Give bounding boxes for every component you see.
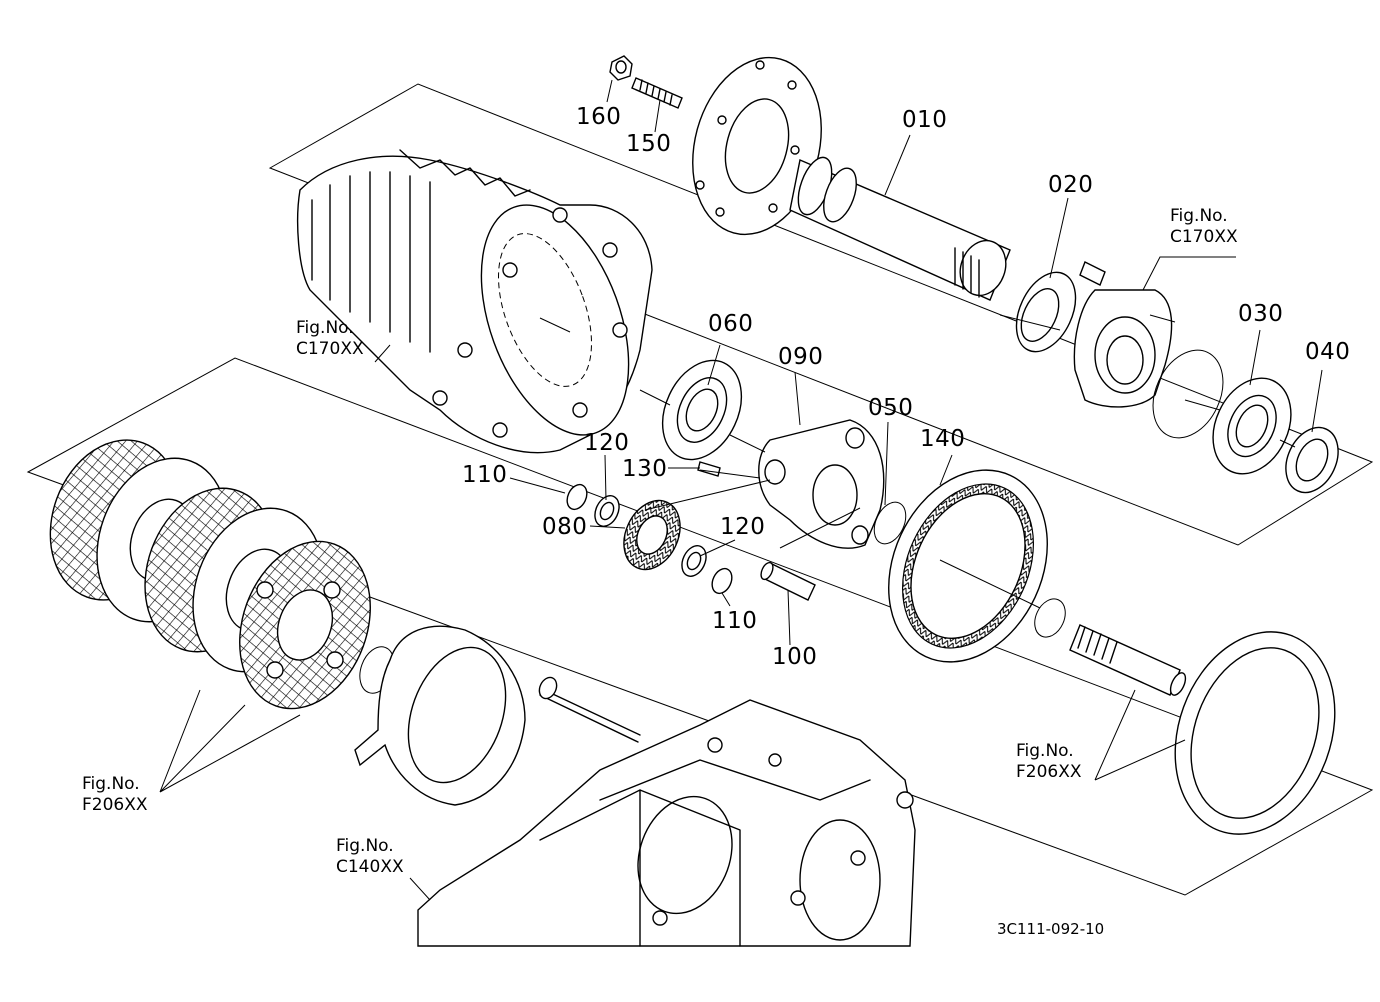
stud-bolt bbox=[631, 77, 683, 109]
part-number-120-upper: 120 bbox=[584, 430, 630, 456]
part-number-110-lower: 110 bbox=[712, 608, 758, 634]
hex-nut bbox=[609, 55, 633, 81]
part-number-120-lower: 120 bbox=[720, 514, 766, 540]
brake-rod bbox=[538, 676, 641, 743]
ring-gear bbox=[888, 469, 1048, 663]
part-number-130: 130 bbox=[622, 456, 668, 482]
circlip-050 bbox=[873, 501, 907, 545]
figure-reference-f206xx-left: Fig.No. F206XX bbox=[82, 774, 148, 817]
part-number-010: 010 bbox=[902, 107, 948, 133]
figure-reference-number: C140XX bbox=[336, 857, 404, 878]
figure-reference-number: C170XX bbox=[1170, 227, 1238, 248]
needle-bearing-120-lower bbox=[681, 545, 707, 577]
part-number-150: 150 bbox=[626, 131, 672, 157]
leader-lines bbox=[159, 79, 1323, 901]
planet-shaft-100 bbox=[760, 561, 816, 601]
part-number-050: 050 bbox=[868, 395, 914, 421]
pin-130 bbox=[697, 461, 721, 477]
axle-housing bbox=[297, 149, 653, 454]
brake-plates bbox=[49, 439, 371, 710]
part-number-140: 140 bbox=[920, 426, 966, 452]
transmission-case bbox=[417, 699, 916, 947]
collar-040 bbox=[1285, 426, 1339, 494]
figure-reference-number: F206XX bbox=[82, 795, 148, 816]
planet-carrier bbox=[758, 419, 885, 549]
part-number-020: 020 bbox=[1048, 172, 1094, 198]
part-number-040: 040 bbox=[1305, 339, 1351, 365]
part-number-090: 090 bbox=[778, 344, 824, 370]
ball-bearing-030 bbox=[1212, 377, 1292, 475]
figure-reference-caption: Fig.No. bbox=[336, 836, 394, 856]
figure-reference-caption: Fig.No. bbox=[1016, 741, 1074, 761]
part-number-100: 100 bbox=[772, 644, 818, 670]
sun-shaft bbox=[1034, 598, 1187, 696]
figure-reference-f206xx-right: Fig.No. F206XX bbox=[1016, 741, 1082, 784]
figure-reference-c170xx-left: Fig.No. C170XX bbox=[296, 318, 364, 361]
thrust-plate bbox=[1174, 631, 1336, 835]
figure-reference-caption: Fig.No. bbox=[296, 318, 354, 338]
part-number-080: 080 bbox=[542, 514, 588, 540]
brake-cover-plate bbox=[354, 625, 526, 806]
washer-110-lower bbox=[711, 567, 733, 595]
washer-110-upper bbox=[566, 483, 588, 511]
drawing-code: 3C111-092-10 bbox=[997, 920, 1105, 938]
reference-plane-upper bbox=[268, 83, 1374, 546]
figure-reference-c140xx: Fig.No. C140XX bbox=[336, 836, 404, 879]
figure-reference-number: F206XX bbox=[1016, 762, 1082, 783]
center-lines bbox=[539, 314, 1296, 609]
oil-seal bbox=[1015, 271, 1077, 353]
figure-reference-caption: Fig.No. bbox=[82, 774, 140, 794]
figure-reference-caption: Fig.No. bbox=[1170, 206, 1228, 226]
part-number-110-upper: 110 bbox=[462, 462, 508, 488]
needle-bearing-120-upper bbox=[594, 495, 620, 527]
part-number-030: 030 bbox=[1238, 301, 1284, 327]
ball-bearing-060 bbox=[661, 359, 743, 461]
figure-reference-number: C170XX bbox=[296, 339, 364, 360]
part-number-160: 160 bbox=[576, 104, 622, 130]
o-ring bbox=[1152, 349, 1224, 439]
part-number-060: 060 bbox=[708, 311, 754, 337]
planet-gear bbox=[623, 499, 681, 571]
figure-reference-c170xx-right: Fig.No. C170XX bbox=[1170, 206, 1238, 249]
axle-shaft bbox=[692, 56, 1011, 301]
bearing-case bbox=[1073, 261, 1173, 408]
